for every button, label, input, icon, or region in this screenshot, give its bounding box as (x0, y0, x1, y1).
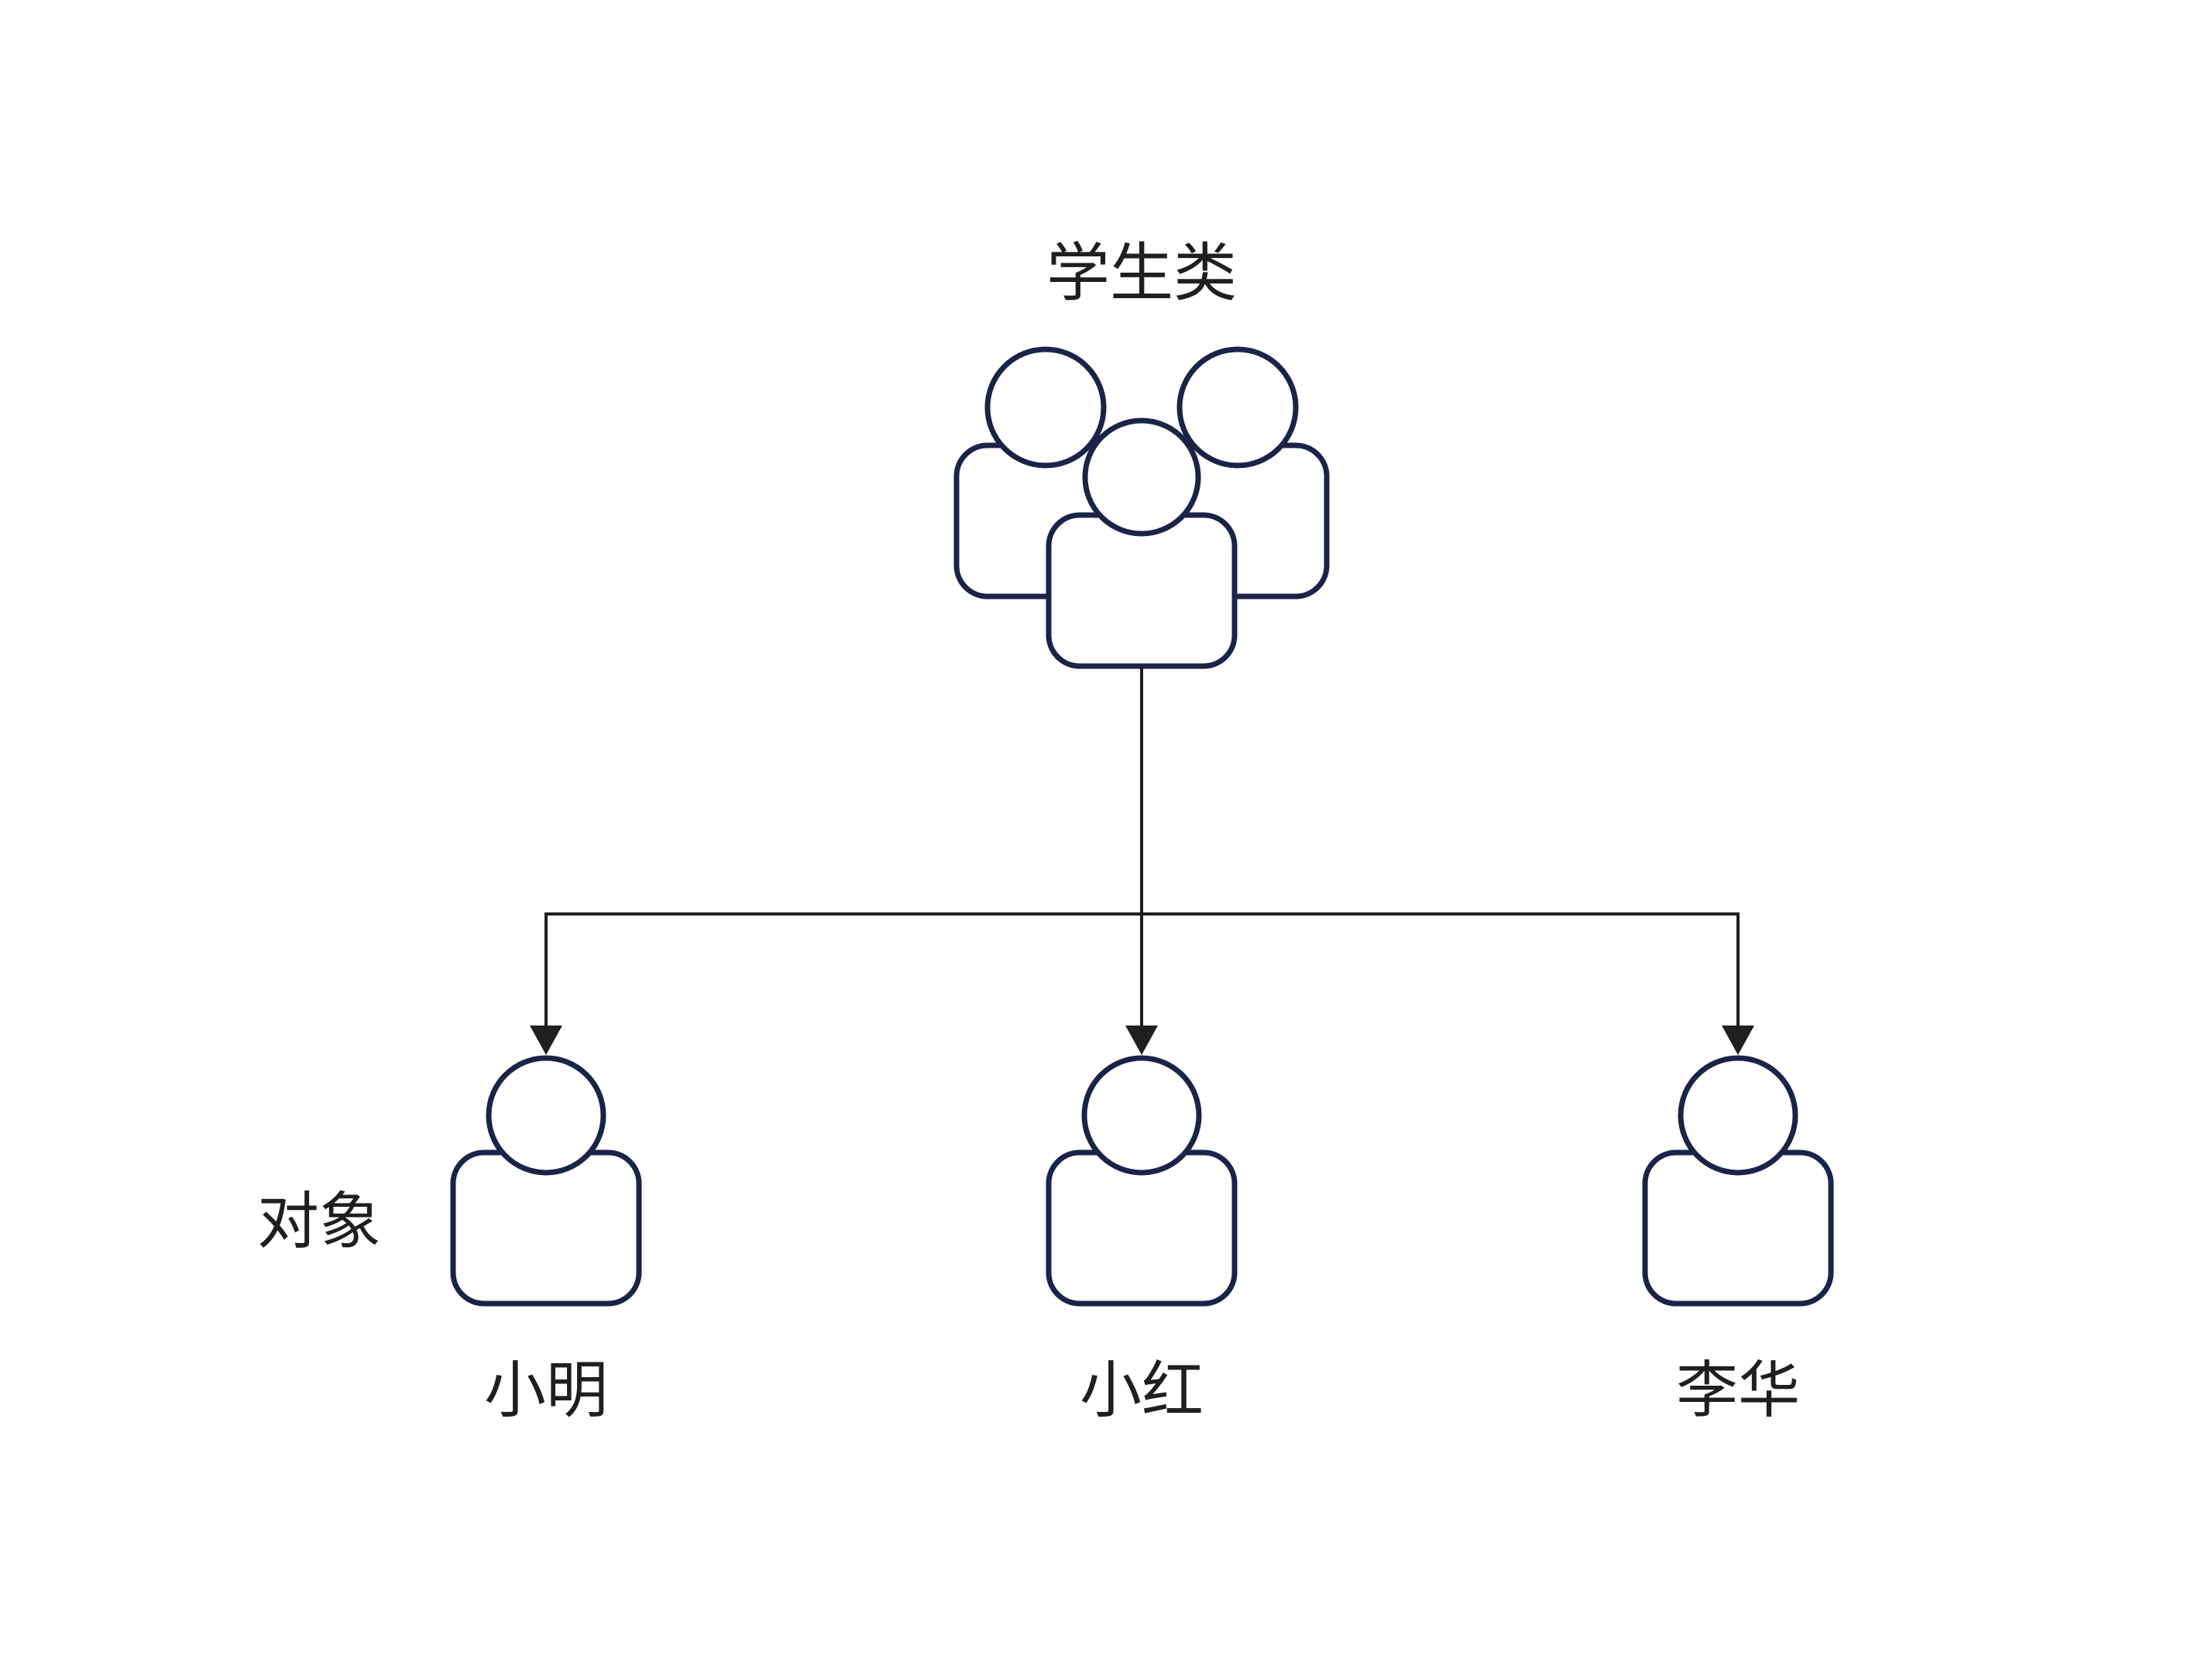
person-head (1678, 1055, 1798, 1176)
arrowhead-center-icon (1125, 1026, 1158, 1055)
instance-name-label-1: 小明 (484, 1356, 608, 1425)
arrowhead-left-icon (530, 1026, 562, 1055)
person-icon-instance-1 (450, 1055, 642, 1307)
arrowhead-right-icon (1722, 1026, 1754, 1055)
back-right-person-head (1176, 346, 1299, 469)
back-left-person-head (984, 346, 1107, 469)
person-icon-instance-2 (1046, 1055, 1238, 1307)
instance-name-label-2: 小红 (1080, 1356, 1204, 1425)
instantiation-connectors (530, 666, 1754, 1055)
connector-branch-lines (544, 912, 1740, 1027)
class-title-label: 学生类 (1046, 239, 1237, 309)
object-side-label: 对象 (257, 1187, 381, 1256)
person-icon-instance-3 (1642, 1055, 1834, 1307)
instance-name-label-3: 李华 (1676, 1356, 1800, 1425)
group-front-person-icon (1046, 417, 1238, 669)
person-head (1081, 1055, 1202, 1176)
front-person-body (1046, 512, 1238, 669)
person-head (486, 1055, 606, 1176)
group-of-people-icon (953, 346, 1330, 669)
front-person-head (1082, 417, 1201, 537)
